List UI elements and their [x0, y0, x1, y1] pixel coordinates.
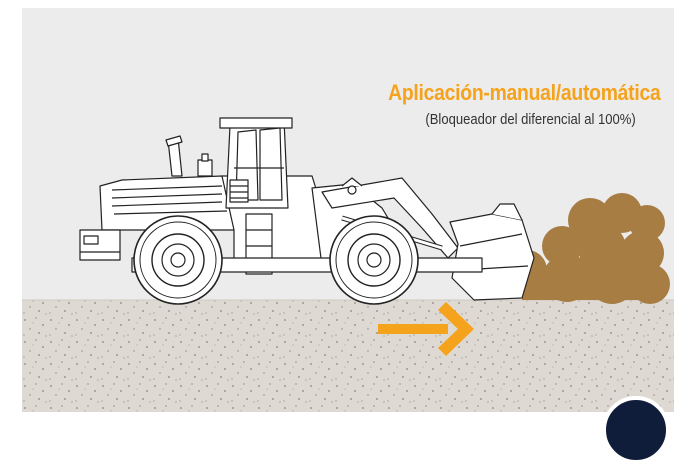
loader-scene: [22, 117, 674, 412]
front-wheel: [329, 215, 419, 305]
ground-texture: [22, 300, 674, 412]
page-subtitle: (Bloqueador del diferencial al 100%): [425, 112, 636, 128]
arrow-right-icon: [378, 302, 474, 356]
rear-wheel: [133, 215, 223, 305]
page-title: Aplicación-manual/automática: [387, 80, 661, 105]
floating-action-button[interactable]: [602, 396, 670, 464]
dirt-pile: [507, 193, 670, 304]
illustration-panel: Aplicación-manual/automática (Bloqueador…: [22, 8, 674, 412]
